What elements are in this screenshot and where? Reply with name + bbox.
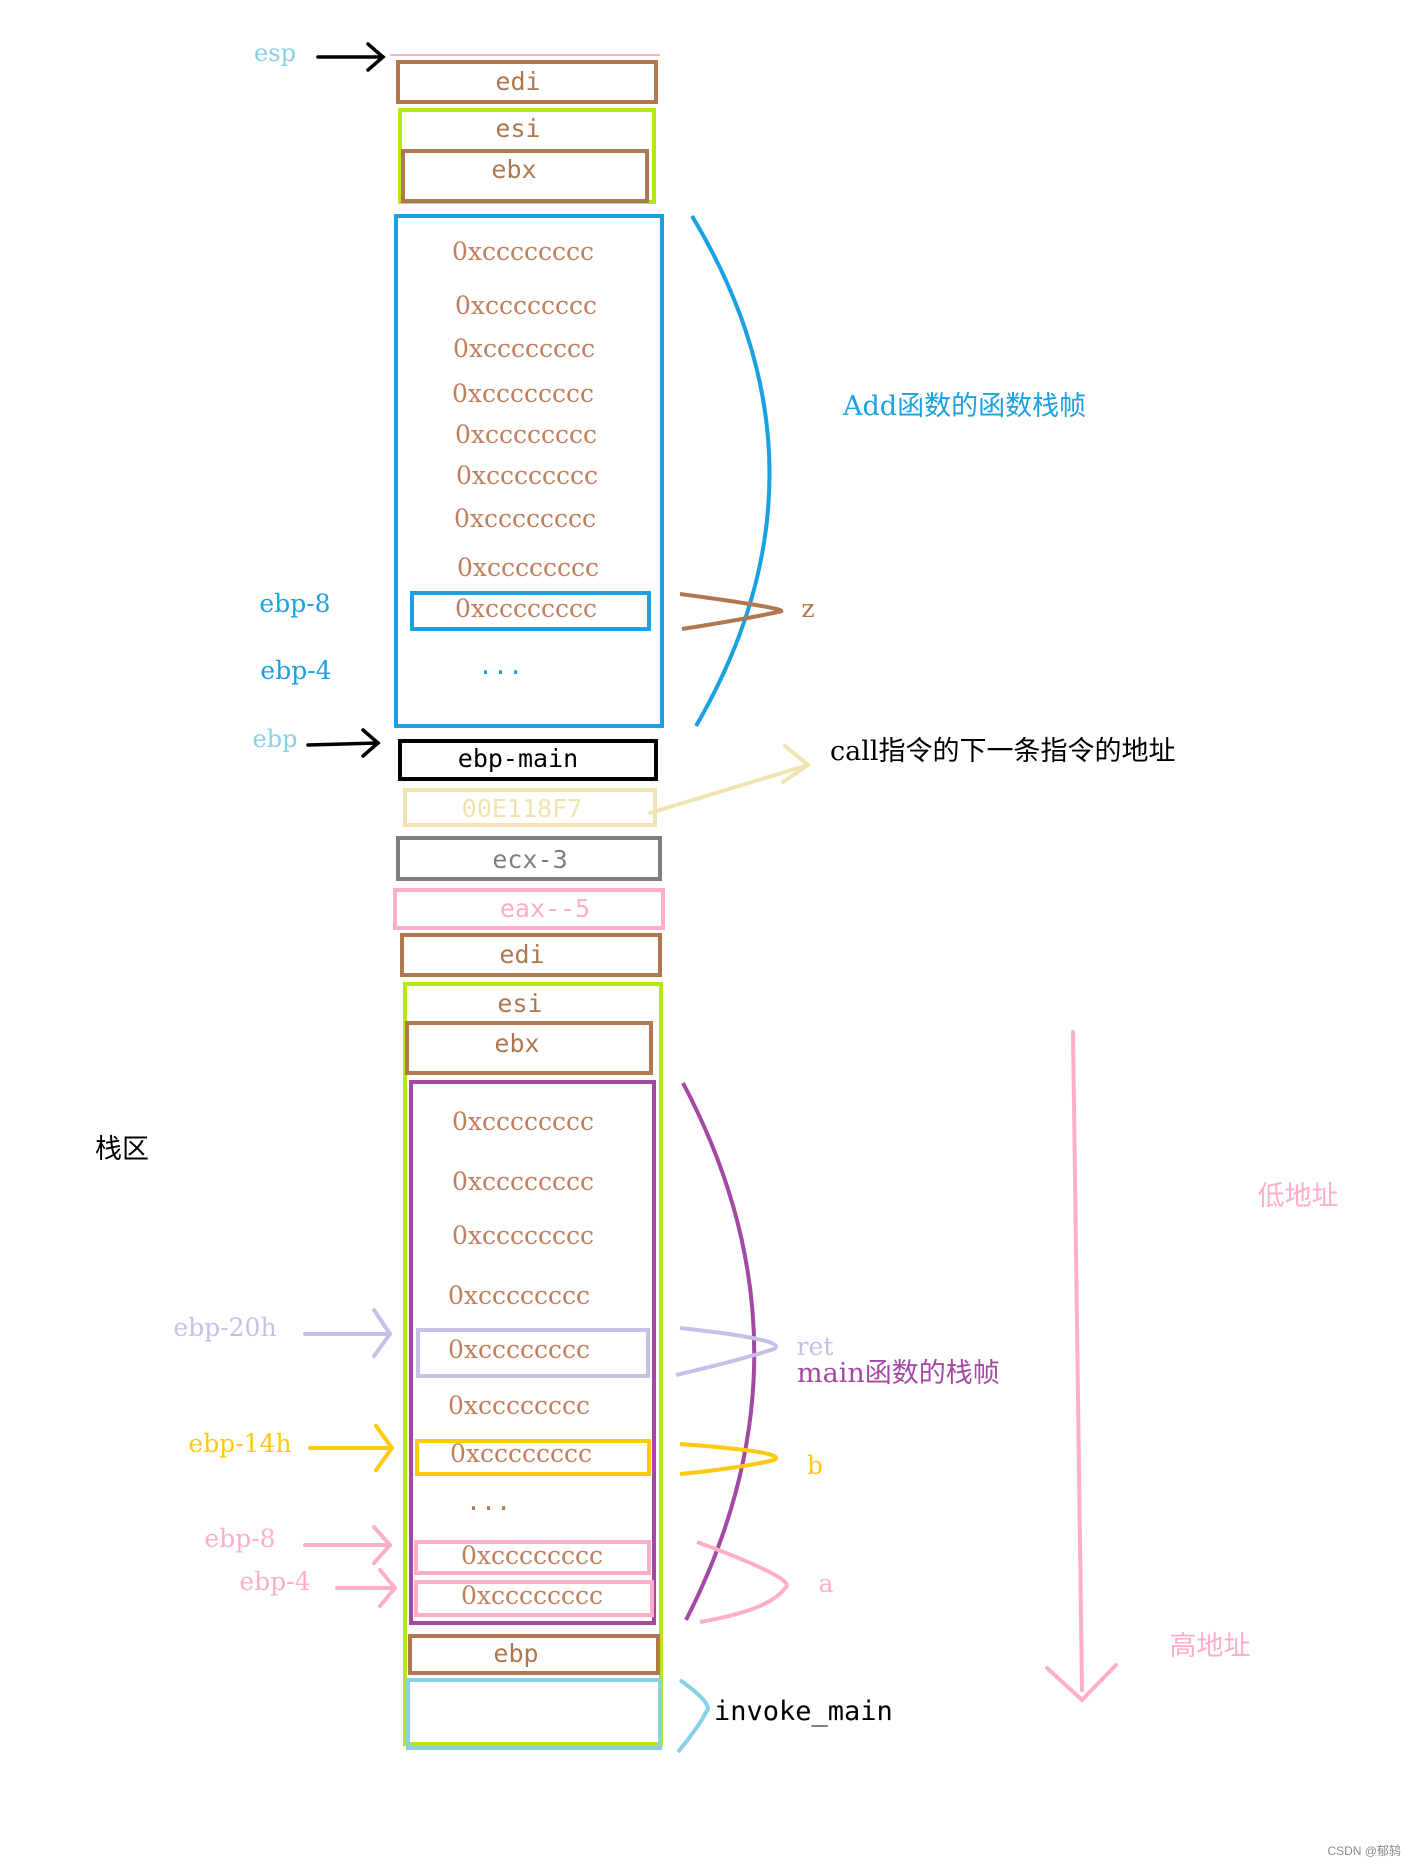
main-cell: 0xcccccccc [452,1107,594,1136]
main-ebp-14h-label: ebp-14h [188,1429,291,1458]
main-ebx-cell [405,1021,653,1075]
ebp-20h-arrow [303,1308,393,1358]
main-frame-title: main函数的栈帧 [797,1358,1000,1389]
stack-area-label: 栈区 [95,1134,149,1165]
main-frame-cells: 0xcccccccc 0xcccccccc 0xcccccccc 0xccccc… [448,1107,603,1610]
add-frame-box [394,214,664,728]
main-esi-label: esi [497,989,542,1018]
ecx-label: ecx-3 [492,845,567,874]
a-cell-highlight-lower [414,1580,654,1617]
main-ebx-label: ebx [494,1029,539,1058]
main-cell: 0xcccccccc [448,1391,590,1420]
add-cell: 0xcccccccc [454,504,596,533]
main-cell-a8: 0xcccccccc [461,1541,603,1570]
add-edi-label: edi [495,67,540,96]
ebp-label: ebp [253,725,298,753]
main-cell-b: 0xcccccccc [450,1439,592,1468]
ebp-arrow [306,728,381,758]
main-cell-ret: 0xcccccccc [448,1335,590,1364]
ebp-14h-arrow [308,1424,395,1472]
ebp-8-arrow [303,1525,393,1565]
main-ebp-20h-label: ebp-20h [173,1313,276,1342]
return-address-arrow [648,744,812,815]
ebp-main-label: ebp-main [458,744,578,773]
return-address-value: 00E118F7 [462,794,582,823]
main-ebp-4-label: ebp-4 [239,1567,310,1596]
main-edi-cell [400,933,662,977]
high-address-label: 高地址 [1170,1631,1251,1662]
z-pointer [679,592,784,631]
b-cell-highlight [415,1439,651,1476]
main-ellipsis: ... [466,1487,511,1516]
eax-label: eax--5 [500,894,590,923]
ret-pointer [675,1326,778,1377]
ret-cell-highlight [416,1328,650,1378]
ebp-main-cell [398,739,658,781]
csdn-watermark: CSDN @郁鸫 [1327,1844,1401,1858]
main-esi-group [403,982,663,1746]
add-ebx-cell [401,149,649,203]
add-cell: 0xcccccccc [456,461,598,490]
add-cell-z: 0xcccccccc [455,594,597,623]
add-cell: 0xcccccccc [457,553,599,582]
main-cell: 0xcccccccc [448,1281,590,1310]
esp-label: esp [254,39,296,67]
add-cell: 0xcccccccc [452,379,594,408]
invoke-main-label: invoke_main [714,1696,893,1727]
add-ebp-8-label: ebp-8 [259,589,330,618]
add-cell: 0xcccccccc [453,334,595,363]
low-address-label: 低地址 [1258,1181,1339,1212]
main-edi-label: edi [499,940,544,969]
return-address-cell [403,788,657,827]
main-ebp-cell-label: ebp [493,1639,538,1668]
invoke-main-cell [406,1678,662,1750]
eax-cell [393,888,665,930]
add-cell: 0xcccccccc [455,291,597,320]
main-cell: 0xcccccccc [452,1167,594,1196]
main-frame-box [409,1080,656,1625]
b-pointer [679,1442,778,1476]
main-cell: 0xcccccccc [452,1221,594,1250]
a-cell-highlight-upper [414,1540,651,1575]
add-ebx-label: ebx [491,155,536,184]
add-ellipsis: ... [478,651,523,680]
add-cell: 0xcccccccc [452,237,594,266]
main-ebp-8-label: ebp-8 [204,1524,275,1553]
a-pointer [696,1540,789,1624]
ecx-cell [396,836,662,881]
add-esi-label: esi [495,114,540,143]
main-cell-a4: 0xcccccccc [461,1581,603,1610]
add-ebp-4-label: ebp-4 [260,656,331,685]
main-frame-brace [681,1082,757,1621]
z-label: z [801,594,814,623]
add-edi-cell [396,60,658,104]
add-frame-cells: 0xcccccccc 0xcccccccc 0xcccccccc 0xccccc… [452,237,599,623]
add-frame-brace [690,214,772,728]
return-address-note: call指令的下一条指令的地址 [830,736,1176,767]
add-cell: 0xcccccccc [455,420,597,449]
add-z-cell-highlight [410,591,651,631]
a-label: a [819,1569,834,1598]
ret-label: ret [797,1332,834,1361]
invoke-main-pointer [676,1678,710,1754]
esp-arrow [316,42,386,72]
add-frame-title: Add函数的函数栈帧 [842,391,1086,422]
ebp-4-arrow [335,1568,398,1608]
b-label: b [807,1451,823,1480]
main-ebp-cell [408,1634,660,1675]
address-direction-arrow [1045,1030,1118,1703]
